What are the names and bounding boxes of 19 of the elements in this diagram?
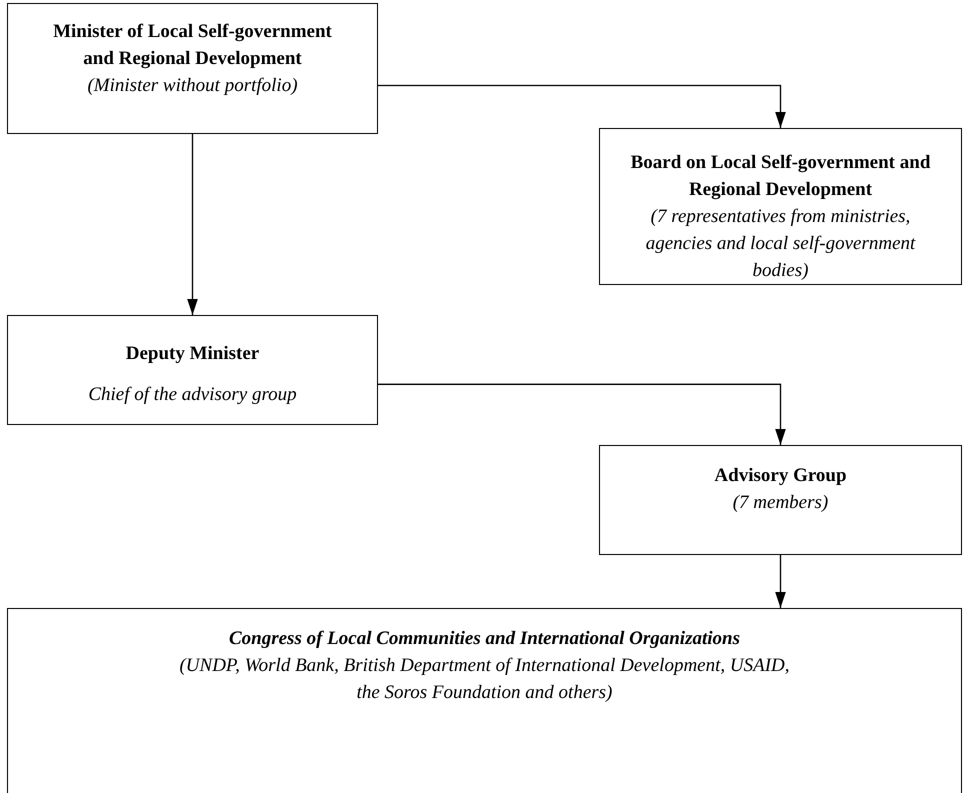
box-note: Chief of the advisory group	[88, 383, 297, 407]
arrow	[775, 555, 786, 608]
arrow	[187, 134, 198, 315]
box-heading: Deputy Minister	[126, 342, 260, 366]
arrow	[378, 384, 786, 445]
org-box	[599, 128, 962, 285]
box-note: (Minister without portfolio)	[87, 74, 298, 98]
box-heading: Board on Local Self-government and Regional Development	[630, 151, 932, 202]
box-heading: Advisory Group	[714, 464, 847, 488]
arrow	[378, 84, 786, 128]
org-box	[599, 445, 962, 555]
box-note: (UNDP, World Bank, British Department of International Development, USAID, the Soros Foundation and others)	[178, 654, 791, 705]
box-heading: Minister of Local Self-government and Regional Development	[52, 20, 333, 71]
box-note: (7 members)	[732, 491, 828, 515]
org-box	[7, 315, 378, 425]
box-heading: Congress of Local Communities and International Organizations	[228, 627, 740, 651]
org-box	[7, 608, 962, 793]
org-box	[7, 3, 378, 134]
box-note: (7 representatives from ministries, agencies and local self-government bodies)	[644, 205, 916, 283]
